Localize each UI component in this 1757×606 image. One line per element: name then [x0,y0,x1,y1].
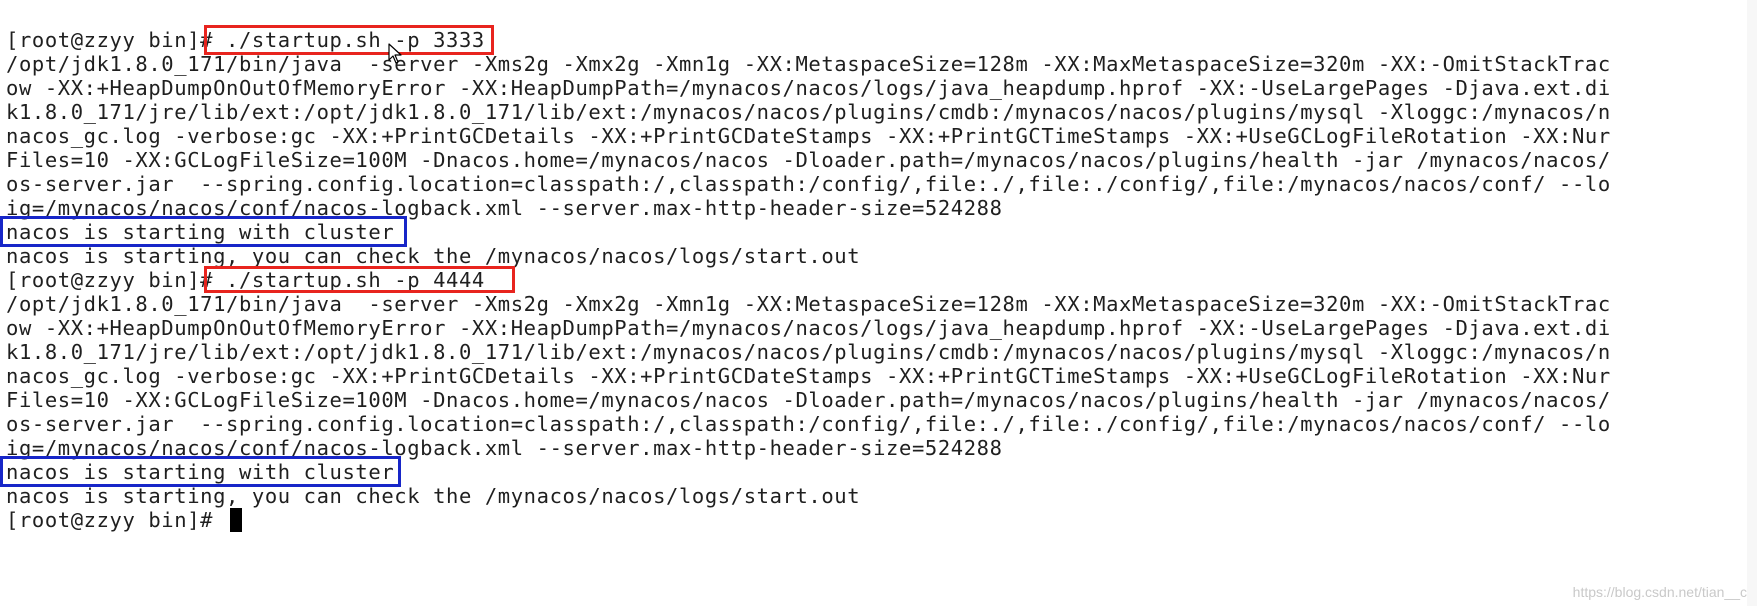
output-line: /opt/jdk1.8.0_171/bin/java -server -Xms2… [6,52,1611,76]
cluster-highlight-box [0,456,401,487]
prompt-line-2: [root@zzyy bin]# ./startup.sh -p 4444 [6,268,485,292]
cluster-highlight-box [0,216,407,247]
scrollbar[interactable] [1747,0,1757,606]
command-highlight-box [204,25,494,55]
cluster-status-line: nacos is starting with cluster [6,460,395,484]
prompt-text: [root@zzyy bin]# [6,508,227,532]
output-line: nacos_gc.log -verbose:gc -XX:+PrintGCDet… [6,124,1611,148]
prompt-line-3[interactable]: [root@zzyy bin]# [6,507,243,533]
output-line: Files=10 -XX:GCLogFileSize=100M -Dnacos.… [6,388,1611,412]
output-line: ow -XX:+HeapDumpOnOutOfMemoryError -XX:H… [6,76,1611,100]
output-line: nacos is starting, you can check the /my… [6,244,861,268]
output-line: os-server.jar --spring.config.location=c… [6,172,1611,196]
prompt-line-1: [root@zzyy bin]# ./startup.sh -p 3333 [6,28,485,52]
output-line: /opt/jdk1.8.0_171/bin/java -server -Xms2… [6,292,1611,316]
text-cursor [230,508,243,532]
cluster-status-line: nacos is starting with cluster [6,220,395,244]
output-line: k1.8.0_171/jre/lib/ext:/opt/jdk1.8.0_171… [6,340,1611,364]
mouse-pointer-icon [388,43,402,64]
output-line: k1.8.0_171/jre/lib/ext:/opt/jdk1.8.0_171… [6,100,1611,124]
output-line: os-server.jar --spring.config.location=c… [6,412,1611,436]
command-highlight-box [204,266,515,293]
output-line: nacos is starting, you can check the /my… [6,484,861,508]
output-line: ow -XX:+HeapDumpOnOutOfMemoryError -XX:H… [6,316,1611,340]
output-line: ig=/mynacos/nacos/conf/nacos-logback.xml… [6,436,1003,460]
watermark-text: https://blog.csdn.net/tian__c [1572,584,1747,600]
output-line: nacos_gc.log -verbose:gc -XX:+PrintGCDet… [6,364,1611,388]
output-line: Files=10 -XX:GCLogFileSize=100M -Dnacos.… [6,148,1611,172]
